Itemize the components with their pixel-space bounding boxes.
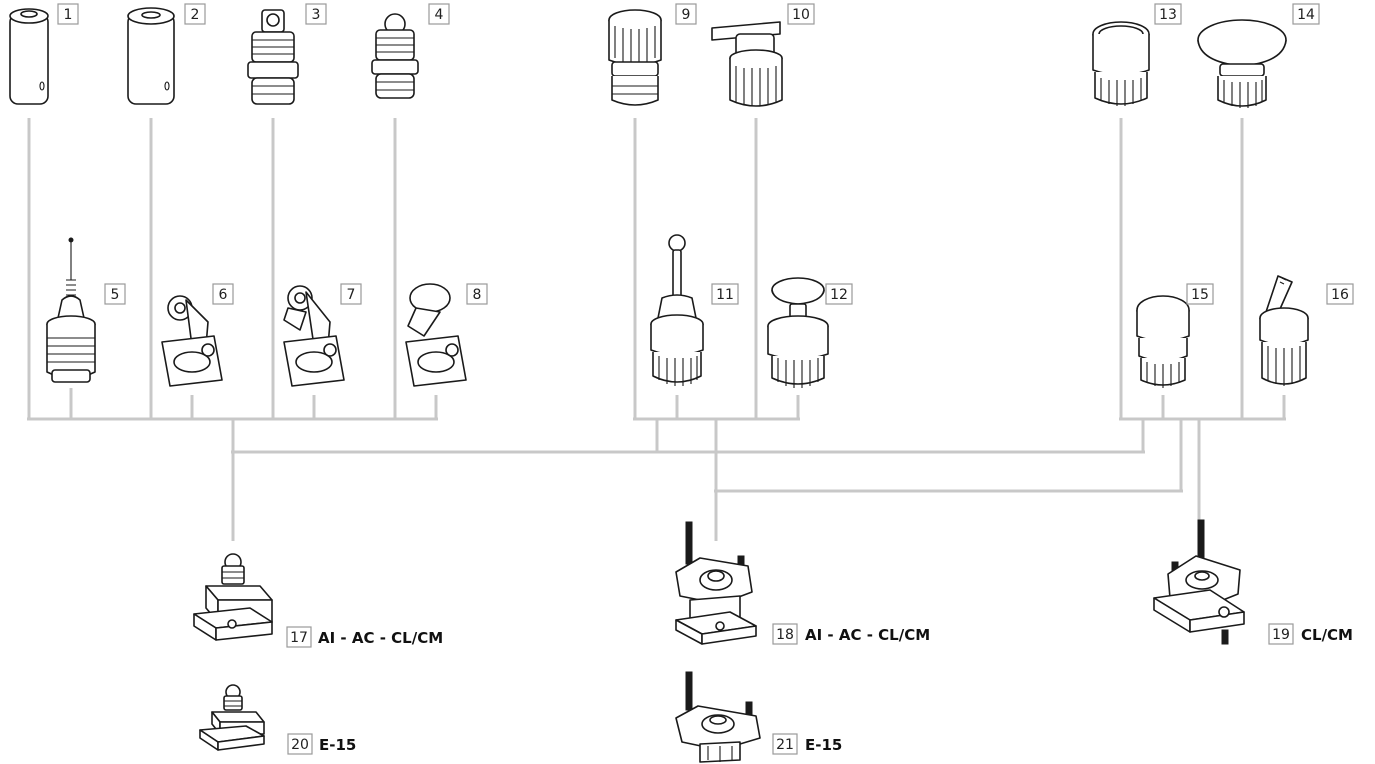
svg-text:12: 12 xyxy=(830,287,848,303)
badge-4: 4 xyxy=(428,3,450,25)
badge-12: 12 xyxy=(825,283,853,305)
component-14-drawing xyxy=(1197,19,1287,108)
component-10-drawing xyxy=(711,21,783,107)
badge-10: 10 xyxy=(787,3,815,25)
badge-18: 18 xyxy=(772,623,798,645)
badge-9: 9 xyxy=(675,3,697,25)
label-21: E-15 xyxy=(805,736,842,754)
component-2-drawing xyxy=(127,7,175,105)
component-4-drawing xyxy=(371,13,419,99)
svg-text:11: 11 xyxy=(716,287,734,303)
component-6-drawing xyxy=(161,295,223,387)
badge-7: 7 xyxy=(340,283,362,305)
component-18-drawing xyxy=(675,521,757,645)
badge-17: 17 xyxy=(286,626,312,648)
svg-text:6: 6 xyxy=(219,287,228,303)
badge-15: 15 xyxy=(1186,283,1214,305)
label-17: AI - AC - CL/CM xyxy=(318,629,443,647)
svg-text:9: 9 xyxy=(682,7,691,23)
badge-14: 14 xyxy=(1292,3,1320,25)
badge-5: 5 xyxy=(104,283,126,305)
label-20: E-15 xyxy=(319,736,356,754)
badge-8: 8 xyxy=(466,283,488,305)
svg-text:7: 7 xyxy=(347,287,356,303)
svg-text:20: 20 xyxy=(291,737,309,753)
badge-6: 6 xyxy=(212,283,234,305)
svg-text:3: 3 xyxy=(312,7,321,23)
svg-text:16: 16 xyxy=(1331,287,1349,303)
badge-19: 19 xyxy=(1268,623,1294,645)
svg-text:18: 18 xyxy=(776,627,794,643)
badge-1: 1 xyxy=(57,3,79,25)
component-21-drawing xyxy=(675,671,761,763)
component-8-drawing xyxy=(405,283,467,387)
component-16-drawing xyxy=(1259,275,1309,386)
label-19: CL/CM xyxy=(1301,626,1353,644)
component-17-drawing xyxy=(193,553,273,641)
svg-text:21: 21 xyxy=(776,737,794,753)
svg-text:14: 14 xyxy=(1297,7,1315,23)
svg-text:5: 5 xyxy=(111,287,120,303)
component-7-drawing xyxy=(283,285,345,387)
badge-2: 2 xyxy=(184,3,206,25)
svg-text:8: 8 xyxy=(473,287,482,303)
component-12-drawing xyxy=(767,277,829,388)
svg-text:15: 15 xyxy=(1191,287,1209,303)
svg-text:1: 1 xyxy=(64,7,73,23)
component-9-drawing xyxy=(608,9,662,106)
component-20-drawing xyxy=(199,684,265,751)
badge-21: 21 xyxy=(772,733,798,755)
svg-text:4: 4 xyxy=(435,7,444,23)
component-13-drawing xyxy=(1092,21,1150,106)
label-18: AI - AC - CL/CM xyxy=(805,626,930,644)
component-19-drawing xyxy=(1153,519,1245,645)
badge-11: 11 xyxy=(711,283,739,305)
svg-text:10: 10 xyxy=(792,7,810,23)
component-15-drawing xyxy=(1136,295,1190,388)
svg-text:17: 17 xyxy=(290,630,308,646)
badge-16: 16 xyxy=(1326,283,1354,305)
badge-20: 20 xyxy=(287,733,313,755)
component-5-drawing xyxy=(46,237,96,383)
connector-lines xyxy=(27,118,1286,541)
svg-text:2: 2 xyxy=(191,7,200,23)
svg-text:19: 19 xyxy=(1272,627,1290,643)
component-3-drawing xyxy=(247,9,299,105)
component-11-drawing xyxy=(650,234,704,386)
component-1-drawing xyxy=(9,8,49,105)
badge-3: 3 xyxy=(305,3,327,25)
badge-13: 13 xyxy=(1154,3,1182,25)
svg-text:13: 13 xyxy=(1159,7,1177,23)
